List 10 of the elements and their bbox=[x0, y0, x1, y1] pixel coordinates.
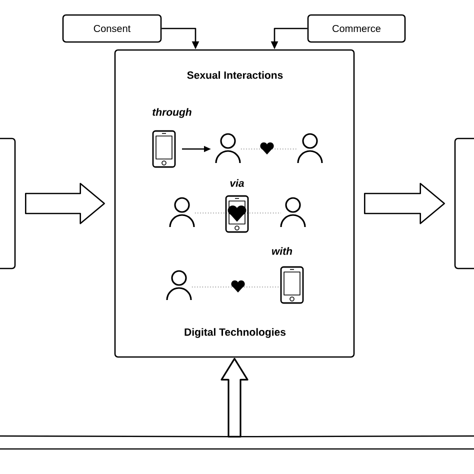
partial-box bbox=[454, 138, 474, 270]
block-arrow bbox=[220, 358, 248, 438]
caption-text: via bbox=[230, 179, 244, 187]
block-arrow bbox=[25, 182, 105, 224]
block-arrow bbox=[364, 182, 445, 224]
partial-box bbox=[0, 138, 16, 270]
caption-text: through bbox=[152, 108, 192, 118]
caption-text: with bbox=[272, 247, 292, 255]
label-box: Commerce bbox=[307, 14, 406, 43]
label-box: Consent bbox=[62, 14, 162, 43]
